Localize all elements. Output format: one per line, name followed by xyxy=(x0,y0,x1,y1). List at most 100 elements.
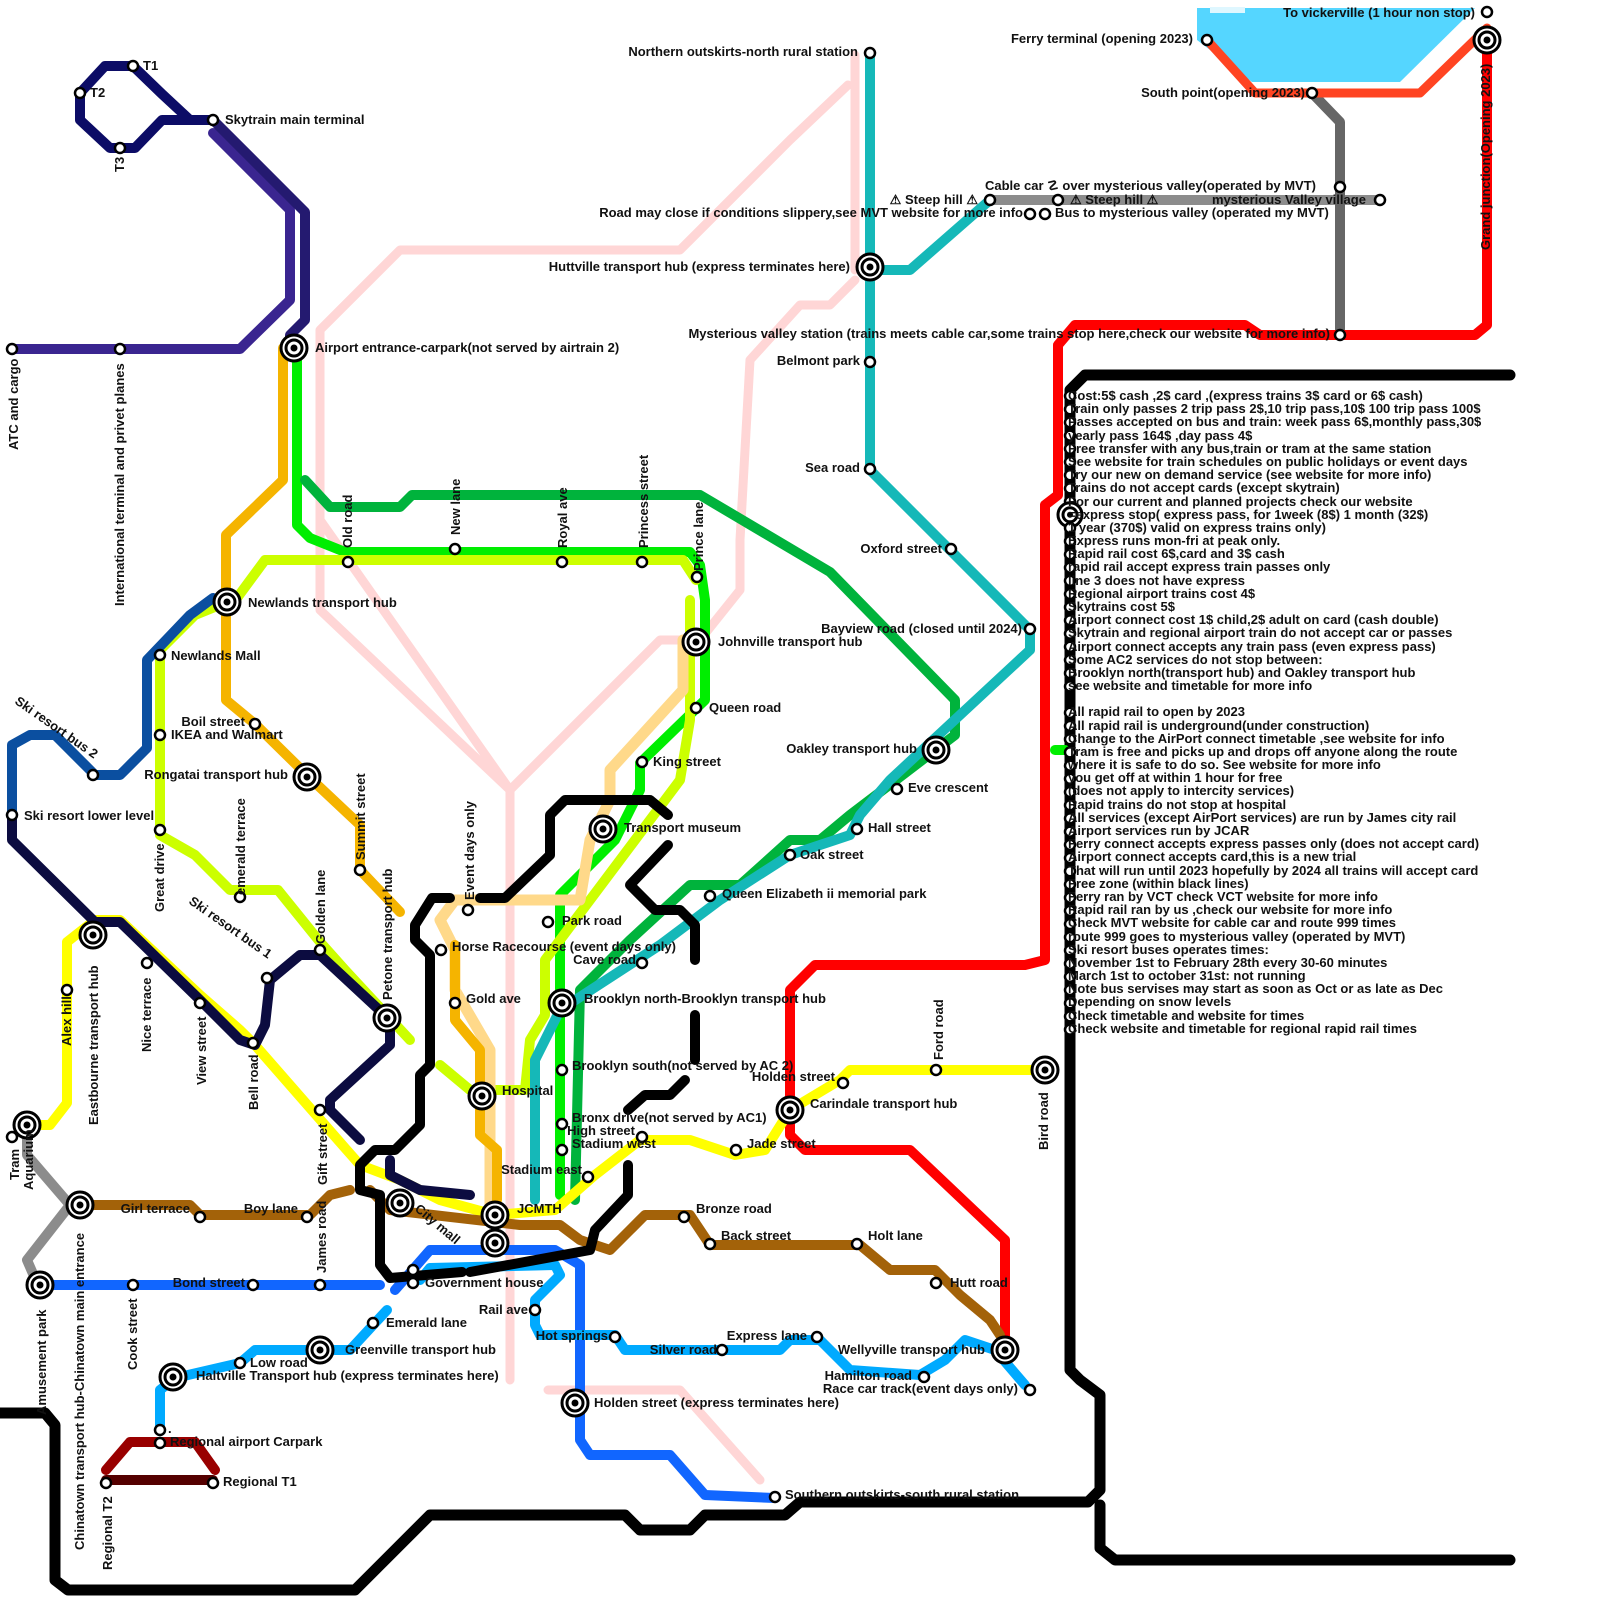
label-cook-street: Cook street xyxy=(125,1298,140,1370)
station-gift-street xyxy=(313,1103,327,1117)
station-ford-road xyxy=(929,1063,943,1077)
legend-note: Check timetable and website for times xyxy=(1068,1007,1305,1023)
station-hub-ring-bird-road xyxy=(1035,1060,1055,1080)
label-boil-street: Boil street xyxy=(181,714,245,729)
label-high-street: High street xyxy=(567,1123,636,1138)
label-atc-cargo: ATC and cargo xyxy=(6,358,21,450)
label-emerald-terrace: emerald terrace xyxy=(233,798,248,895)
station-hub-ring-chinatown xyxy=(70,1195,90,1215)
station-regional-dot xyxy=(153,1423,167,1437)
station-great-drive xyxy=(153,823,167,837)
label-bell-road: Bell road xyxy=(246,1054,261,1110)
station-hub-dot-carindale xyxy=(786,1106,794,1114)
label-transport-museum: Transport museum xyxy=(624,820,741,835)
label-road-may-close: Road may close if conditions slippery,se… xyxy=(599,205,1023,220)
station-hub-ring-wellyville xyxy=(995,1340,1015,1360)
label-qe-park: Queen Elizabeth ii memorial park xyxy=(722,886,927,901)
legend-note: Rapid trains do not stop at hospital xyxy=(1068,796,1287,812)
label-gold-ave: Gold ave xyxy=(466,991,521,1006)
station-new-lane xyxy=(448,542,462,556)
express-stop-symbol-dot xyxy=(1067,511,1073,518)
station-hub-ring-airport-entrance xyxy=(284,338,304,358)
legend-note: Ferry ran by VCT check VCT website for m… xyxy=(1068,888,1378,904)
station-hub-ring-hospital xyxy=(472,1086,492,1106)
station-hub-dot-oakley xyxy=(932,746,940,754)
station-hub-dot-jcmth xyxy=(491,1211,499,1219)
note-bullet xyxy=(1063,561,1077,574)
label-cave-road: Cave road xyxy=(573,952,636,967)
legend-note: November 1st to February 28th every 30-6… xyxy=(1068,954,1388,970)
label-hall-street: Hall street xyxy=(868,820,932,835)
label-silver-road: Silver road xyxy=(650,1342,717,1357)
station-holden-street-e xyxy=(836,1076,850,1090)
label-hot-springs: Hot springs xyxy=(536,1328,608,1343)
station-hub-dot-city-mall xyxy=(396,1199,404,1207)
label-ford-road: Ford road xyxy=(931,999,946,1060)
station-hub-ring-carindale xyxy=(780,1100,800,1120)
station-ski-bus-2-stop xyxy=(86,768,100,782)
label-carindale: Carindale transport hub xyxy=(810,1096,957,1111)
station-hub-ring-greenville xyxy=(310,1340,330,1360)
legend-note: Free transfer with any bus,train or tram… xyxy=(1068,440,1432,456)
ferry-line xyxy=(1202,23,1492,98)
station-hub-dot-johnville xyxy=(692,638,700,646)
station-ferry-terminal xyxy=(1200,33,1214,47)
label-park-road: Park road xyxy=(562,913,622,928)
note-bullet xyxy=(1063,944,1077,957)
station-government-a xyxy=(406,1263,420,1277)
label-golden-lane: Golden lane xyxy=(313,870,328,944)
station-t1 xyxy=(126,59,140,73)
label-bus-to-valley: Bus to mysterious valley (operated my MV… xyxy=(1055,205,1329,220)
station-oxford-street xyxy=(944,542,958,556)
station-golden-lane xyxy=(313,943,327,957)
legend-note: Skytrain and regional airport train do n… xyxy=(1068,625,1453,641)
legend-note: All services (except AirPort services) a… xyxy=(1068,809,1457,825)
label-newlands-mall: Newlands Mall xyxy=(171,648,261,663)
legend-note: Try our new on demand service (see websi… xyxy=(1068,467,1432,483)
legend-note: see website and timetable for more info xyxy=(1068,678,1313,694)
note-bullet xyxy=(1063,996,1077,1010)
label-king-street: King street xyxy=(653,754,722,769)
station-king-street xyxy=(635,755,649,769)
label-gift-street: Gift street xyxy=(315,1123,330,1185)
station-race-car-track xyxy=(1023,1383,1037,1397)
legend-note: That will run until 2023 hopefully by 20… xyxy=(1068,862,1479,878)
label-holden-street-e: Holden street xyxy=(752,1069,836,1084)
label-back-street: Back street xyxy=(721,1228,792,1243)
station-ski-lower xyxy=(5,808,19,822)
legend-note: Change to the AirPort connect timetable … xyxy=(1068,730,1445,746)
label-bond-street: Bond street xyxy=(173,1275,246,1290)
station-park-road xyxy=(541,915,555,929)
legend-note: All rapid rail to open by 2023 xyxy=(1068,704,1245,720)
label-eastbourne: Eastbourne transport hub xyxy=(86,965,101,1125)
label-oak-street: Oak street xyxy=(800,847,864,862)
note-bullet xyxy=(1063,904,1077,918)
station-regional-t1 xyxy=(206,1476,220,1490)
legend-notes: Cost:5$ cash ,2$ card ,(express trains 3… xyxy=(1068,389,1588,1035)
legend-note: 1 year (370$) valid on express trains on… xyxy=(1068,519,1326,535)
station-horse-racecourse xyxy=(434,943,448,957)
legend-note: Rapid rail ran by us ,check our website … xyxy=(1068,902,1393,918)
station-high-street xyxy=(635,1130,649,1144)
station-southern-outskirts xyxy=(768,1490,782,1504)
note-bullet xyxy=(1063,680,1077,693)
ferry-water xyxy=(1197,8,1475,82)
label-brooklyn-south: Brooklyn south(not served by AC 2) xyxy=(572,1058,793,1073)
station-qe-park xyxy=(703,889,717,903)
label-johnville: Johnville transport hub xyxy=(718,634,863,649)
label-old-road: Old road xyxy=(340,494,355,548)
label-south-point: South point(opening 2023) xyxy=(1141,85,1305,100)
label-greenville: Greenville transport hub xyxy=(345,1342,496,1357)
note-bullet xyxy=(1063,732,1077,746)
note-bullet xyxy=(1063,957,1077,970)
label-princess-street: Princess street xyxy=(636,454,651,548)
station-hall-street xyxy=(850,822,864,836)
station-to-vickerville xyxy=(1480,5,1494,19)
station-hub-dot-wellyville xyxy=(1001,1346,1009,1354)
label-rail-ave: Rail ave xyxy=(479,1302,528,1317)
label-low-road: Low road xyxy=(250,1355,308,1370)
label-airport-entrance: Airport entrance-carpark(not served by a… xyxy=(315,340,619,355)
label-haltville: Haltville Transport hub (express termina… xyxy=(196,1368,499,1383)
label-government-house: Government house xyxy=(425,1275,543,1290)
label-newlands-hub: Newlands transport hub xyxy=(248,595,397,610)
